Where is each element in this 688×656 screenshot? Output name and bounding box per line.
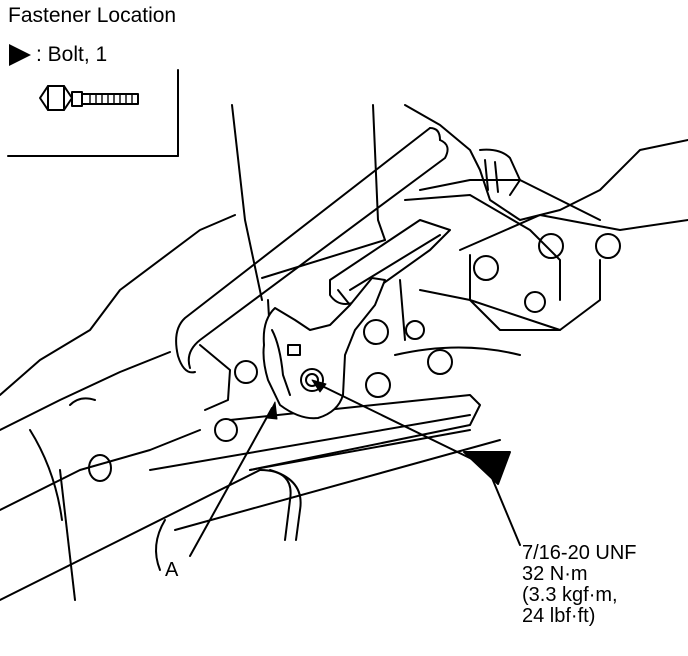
seat-rail-tube <box>175 127 449 374</box>
legend-box <box>7 69 179 157</box>
seat-frame-left <box>0 214 261 601</box>
seat-mechanism-right <box>329 104 688 398</box>
legend-row: : Bolt, 1 <box>8 43 107 67</box>
spec-torque-kgfm: (3.3 kgf·m, <box>522 584 618 606</box>
callout-a-leader <box>189 401 278 557</box>
seat-lower-rail <box>149 344 501 571</box>
legend-label: : Bolt, 1 <box>36 43 108 66</box>
spec-torque-lbfft: 24 lbf·ft) <box>522 605 596 627</box>
bolt-location-triangle-icon <box>463 451 511 485</box>
bolt-leader <box>311 379 521 546</box>
anchor-plate <box>262 277 386 420</box>
callout-a-label: A <box>165 559 179 581</box>
spec-torque-nm: 32 N·m <box>522 563 588 585</box>
torque-spec: 7/16-20 UNF 32 N·m (3.3 kgf·m, 24 lbf·ft… <box>522 543 637 627</box>
diagram-title: Fastener Location <box>8 4 177 27</box>
flange-bolt-icon <box>39 85 139 111</box>
spec-thread: 7/16-20 UNF <box>522 542 637 564</box>
filled-triangle-arrow-icon <box>9 44 31 66</box>
